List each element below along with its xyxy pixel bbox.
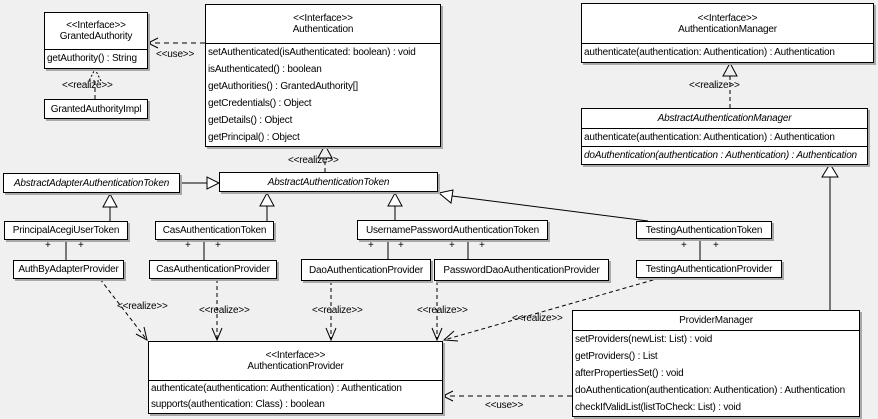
method: getAuthority() : String bbox=[47, 53, 137, 64]
class-abstract-authentication-token: AbstractAuthenticationToken bbox=[219, 172, 438, 192]
class-name: AuthByAdapterProvider bbox=[18, 264, 119, 275]
use-label: <<use>> bbox=[156, 49, 195, 60]
realization-impl-to-granted-authority bbox=[88, 67, 102, 99]
generalization-principal-token-to-adapter-token bbox=[102, 192, 118, 221]
method: supports(authentication: Class) : boolea… bbox=[151, 399, 325, 410]
class-name: Authentication bbox=[292, 24, 354, 35]
method: getAuthorities() : GrantedAuthority[] bbox=[208, 81, 358, 92]
realize-label: <<realize>> bbox=[288, 155, 339, 166]
generalization-usernamepassword-token-to-abstract-token bbox=[387, 191, 403, 220]
stereotype: <<Interface>> bbox=[293, 13, 353, 24]
association-plus: + bbox=[45, 240, 51, 251]
association-plus: + bbox=[681, 240, 687, 251]
method: doAuthentication(authentication : Authen… bbox=[582, 146, 867, 164]
class-name: TestingAuthenticationToken bbox=[645, 224, 763, 236]
class-cas-authentication-provider: CasAuthenticationProvider bbox=[149, 260, 277, 279]
generalization-adapter-token-to-abstract-token bbox=[179, 176, 221, 190]
class-authentication-manager: <<Interface>> AuthenticationManager auth… bbox=[581, 3, 874, 63]
method: getProviders() : List bbox=[575, 351, 658, 362]
association-plus: + bbox=[398, 240, 404, 251]
association-plus: + bbox=[713, 240, 719, 251]
class-principal-acegi-user-token: PrincipalAcegiUserToken bbox=[4, 221, 128, 240]
class-name: GrantedAuthority bbox=[59, 31, 133, 42]
stereotype: <<Interface>> bbox=[66, 20, 126, 31]
class-granted-authority: <<Interface>> GrantedAuthority getAuthor… bbox=[44, 12, 148, 69]
association-plus: + bbox=[215, 240, 221, 251]
method: checkIfValidList(listToCheck: List) : vo… bbox=[575, 402, 741, 413]
generalization-cas-token-to-abstract-token bbox=[259, 191, 275, 221]
class-name: GrantedAuthorityImpl bbox=[50, 103, 142, 115]
class-abstract-adapter-authentication-token: AbstractAdapterAuthenticationToken bbox=[3, 173, 180, 193]
method: getDetails() : Object bbox=[208, 115, 293, 126]
method: authenticate(authentication: Authenticat… bbox=[584, 47, 835, 58]
class-username-password-authentication-token: UsernamePasswordAuthenticationToken bbox=[357, 220, 548, 240]
class-name: CasAuthenticationToken bbox=[162, 225, 267, 236]
stereotype: <<Interface>> bbox=[697, 12, 758, 24]
association-plus: + bbox=[78, 240, 84, 251]
method: getPrincipal() : Object bbox=[208, 132, 300, 143]
class-name: AuthenticationManager bbox=[678, 23, 777, 35]
class-name: UsernamePasswordAuthenticationToken bbox=[365, 224, 540, 236]
method: getCredentials() : Object bbox=[208, 98, 312, 109]
realize-label: <<realize>> bbox=[117, 301, 168, 312]
class-testing-authentication-provider: TestingAuthenticationProvider bbox=[636, 260, 782, 278]
class-abstract-authentication-manager: AbstractAuthenticationManager authentica… bbox=[581, 108, 868, 165]
use-authentication-to-granted-authority bbox=[146, 37, 205, 49]
method: afterPropertiesSet() : void bbox=[575, 368, 684, 379]
class-name: PasswordDaoAuthenticationProvider bbox=[443, 264, 600, 276]
realization-testingprovider-to-authentication-provider bbox=[442, 277, 661, 342]
realization-daoprovider-to-authentication-provider bbox=[325, 281, 337, 342]
realization-abstract-manager-to-authentication-manager bbox=[722, 61, 738, 108]
realization-abstract-token-to-authentication bbox=[317, 143, 333, 172]
realize-label: <<realize>> bbox=[689, 80, 740, 91]
class-provider-manager: ProviderManager setProviders(newList: Li… bbox=[572, 310, 860, 417]
association-plus: + bbox=[449, 240, 455, 251]
class-testing-authentication-token: TestingAuthenticationToken bbox=[636, 221, 772, 239]
class-name: AbstractAdapterAuthenticationToken bbox=[13, 177, 170, 189]
realize-label: <<realize>> bbox=[417, 305, 468, 316]
class-name: AbstractAuthenticationToken bbox=[267, 176, 390, 188]
realization-casprovider-to-authentication-provider bbox=[211, 279, 223, 342]
class-authentication-provider: <<Interface>> AuthenticationProvider aut… bbox=[148, 341, 443, 414]
use-provider-manager-to-authentication-provider bbox=[441, 390, 572, 402]
method: authenticate(authentication: Authenticat… bbox=[151, 383, 402, 394]
realize-label: <<realize>> bbox=[62, 80, 113, 91]
generalization-provider-manager-to-abstract-manager bbox=[821, 163, 839, 310]
class-auth-by-adapter-provider: AuthByAdapterProvider bbox=[13, 260, 124, 279]
realize-label: <<realize>> bbox=[512, 313, 563, 324]
method: isAuthenticated() : boolean bbox=[208, 64, 322, 75]
realization-passworddao-to-authentication-provider bbox=[431, 281, 443, 342]
method: setProviders(newList: List) : void bbox=[575, 334, 713, 345]
association-plus: + bbox=[479, 240, 485, 251]
class-name: DaoAuthenticationProvider bbox=[309, 264, 423, 276]
class-granted-authority-impl: GrantedAuthorityImpl bbox=[44, 99, 148, 119]
class-password-dao-authentication-provider: PasswordDaoAuthenticationProvider bbox=[434, 259, 609, 281]
method: doAuthentication(authentication: Authent… bbox=[575, 385, 845, 396]
method: setAuthenticated(isAuthenticated: boolea… bbox=[208, 47, 416, 58]
class-cas-authentication-token: CasAuthenticationToken bbox=[155, 221, 274, 240]
realize-label: <<realize>> bbox=[199, 305, 250, 316]
class-name: TestingAuthenticationProvider bbox=[645, 263, 773, 275]
association-plus: + bbox=[368, 240, 374, 251]
class-name: ProviderManager bbox=[573, 311, 859, 331]
association-plus: + bbox=[185, 240, 191, 251]
class-name: PrincipalAcegiUserToken bbox=[12, 225, 120, 236]
class-name: AbstractAuthenticationManager bbox=[582, 109, 867, 129]
use-label: <<use>> bbox=[485, 400, 524, 411]
class-name: AuthenticationProvider bbox=[247, 361, 344, 372]
class-name: CasAuthenticationProvider bbox=[156, 264, 270, 275]
realization-authbyadapter-to-authentication-provider bbox=[99, 278, 148, 341]
method: authenticate(authentication: Authenticat… bbox=[584, 132, 835, 143]
generalization-testing-token-to-abstract-token bbox=[437, 189, 649, 222]
stereotype: <<Interface>> bbox=[265, 350, 326, 361]
class-authentication: <<Interface>> Authentication setAuthenti… bbox=[205, 4, 441, 147]
realize-label: <<realize>> bbox=[312, 305, 363, 316]
class-dao-authentication-provider: DaoAuthenticationProvider bbox=[301, 259, 431, 281]
